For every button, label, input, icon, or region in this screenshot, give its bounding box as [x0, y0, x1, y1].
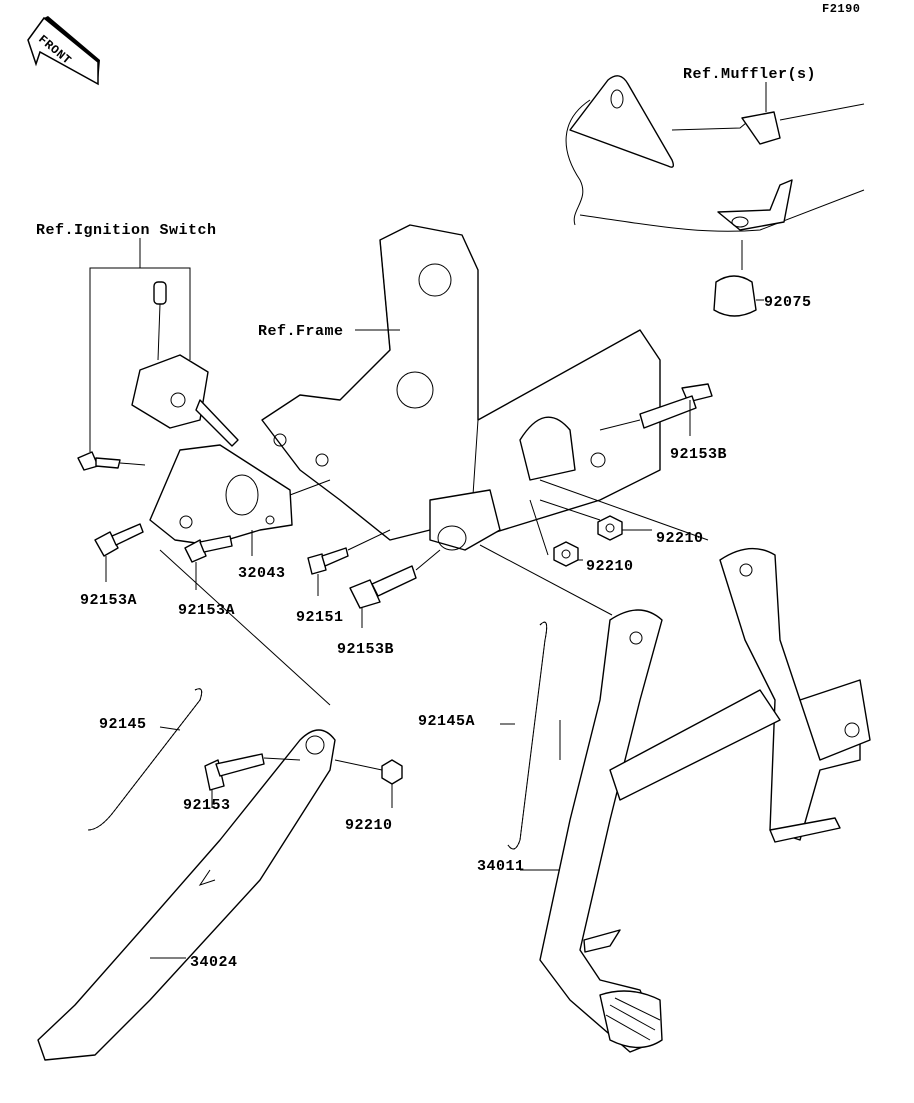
spring-92145[interactable] [87, 688, 203, 831]
part-92210-c-label[interactable]: 92210 [345, 817, 393, 834]
part-92210-b-label[interactable]: 92210 [586, 558, 634, 575]
part-92153B-bottom-label[interactable]: 92153B [337, 641, 394, 658]
part-92153B-top-label[interactable]: 92153B [670, 446, 727, 463]
diagram-code: F2190 [822, 2, 861, 16]
ref-muffler-label: Ref.Muffler(s) [683, 66, 816, 83]
part-92153A-b-label[interactable]: 92153A [178, 602, 235, 619]
spring-92145A[interactable] [500, 621, 548, 850]
ref-ignition-switch-label: Ref.Ignition Switch [36, 222, 217, 239]
part-92210-a-label[interactable]: 92210 [656, 530, 704, 547]
part-92145A-label[interactable]: 92145A [418, 713, 475, 730]
bolt-icons [77, 383, 713, 628]
part-92145-label[interactable]: 92145 [99, 716, 147, 733]
part-92151-label[interactable]: 92151 [296, 609, 344, 626]
center-stand-34011[interactable] [479, 544, 871, 1053]
part-92075-label[interactable]: 92075 [764, 294, 812, 311]
ref-frame-label: Ref.Frame [258, 323, 344, 340]
ignition-switch-reference [89, 238, 239, 452]
side-stand-34024[interactable] [37, 549, 403, 1061]
part-34024-label[interactable]: 34024 [190, 954, 238, 971]
frame-reference [261, 224, 661, 551]
part-32043-label[interactable]: 32043 [238, 565, 286, 582]
part-92153-label[interactable]: 92153 [183, 797, 231, 814]
front-arrow-icon: FRONT [27, 16, 100, 86]
muffler-reference [565, 75, 865, 317]
bracket-32043[interactable] [149, 444, 331, 556]
part-34011-label[interactable]: 34011 [477, 858, 525, 875]
part-92153A-a-label[interactable]: 92153A [80, 592, 137, 609]
